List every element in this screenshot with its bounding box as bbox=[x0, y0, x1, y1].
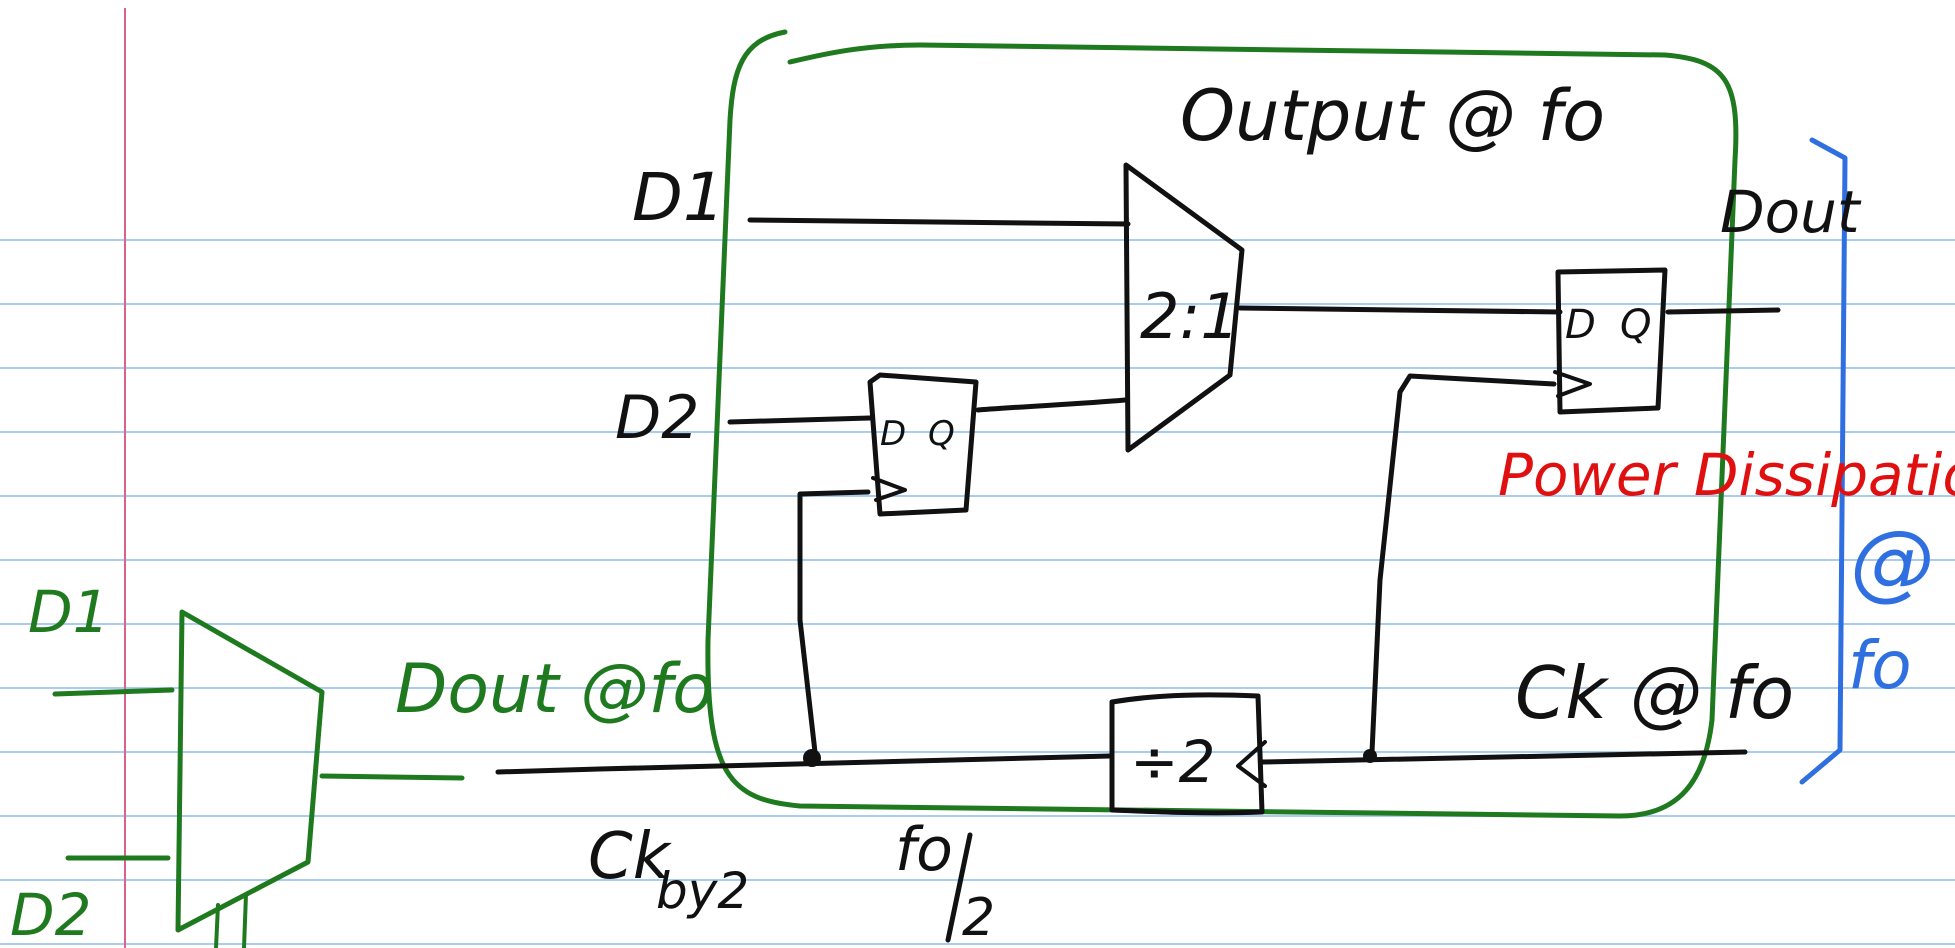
dff1-q-pin-label: Q bbox=[928, 414, 955, 454]
dff1-clock-wire bbox=[797, 489, 871, 755]
junction-dot-fo bbox=[1363, 749, 1377, 763]
clock-fo-wire bbox=[1259, 749, 1748, 765]
ck-by2-label: Ck bbox=[588, 820, 673, 894]
fraction-slash bbox=[945, 832, 973, 943]
left-mux-shape bbox=[175, 609, 325, 933]
main-schematic bbox=[495, 162, 1781, 816]
dff1-d-pin-label: D bbox=[880, 414, 906, 454]
dff2-d-pin-label: D bbox=[1565, 302, 1596, 348]
dff2-clock-triangle bbox=[1553, 370, 1592, 398]
ck-by2-subscript: by2 bbox=[656, 862, 749, 920]
d2-wire bbox=[727, 415, 873, 425]
left-d1-wire bbox=[52, 687, 175, 697]
divider-label: ÷2 bbox=[1130, 728, 1216, 796]
dff2-q-wire bbox=[1665, 307, 1781, 315]
green-enclosure bbox=[705, 29, 1739, 819]
dout-at-fo-green-label: Dout @fo bbox=[395, 650, 714, 729]
left-mux-sketch bbox=[52, 609, 465, 948]
divider-box bbox=[1109, 692, 1265, 816]
divider-input-chevron bbox=[1236, 740, 1267, 788]
mux-ratio-label: 2:1 bbox=[1140, 280, 1240, 353]
dff1-q-wire bbox=[975, 397, 1128, 413]
d2-label: D2 bbox=[615, 383, 699, 453]
dff1-clock-triangle bbox=[871, 476, 907, 502]
mux-shape bbox=[1123, 162, 1245, 453]
dff1-box bbox=[867, 372, 979, 517]
ck-at-fo-label: Ck @ fo bbox=[1515, 651, 1794, 735]
power-dissipation-label: Power Dissipation bbox=[1498, 441, 1955, 509]
dff2-box bbox=[1555, 267, 1668, 415]
left-mux-output-wire bbox=[319, 773, 465, 781]
clock-by2-wire bbox=[495, 753, 1113, 775]
blue-fo-label: fo bbox=[1848, 627, 1912, 704]
blue-at-sign: @ bbox=[1850, 512, 1934, 610]
fo-over-label: fo bbox=[895, 815, 953, 885]
left-mux-stub bbox=[214, 892, 248, 948]
left-d2-label: D2 bbox=[10, 881, 92, 948]
junction-dot-by2 bbox=[803, 749, 821, 767]
dff2-clock-wire bbox=[1369, 373, 1557, 755]
mux-output-wire bbox=[1237, 305, 1563, 315]
d1-wire bbox=[747, 217, 1131, 227]
d1-label: D1 bbox=[632, 159, 725, 236]
over-2-label: 2 bbox=[962, 888, 995, 948]
output-at-fo-label: Output @ fo bbox=[1180, 75, 1605, 157]
left-d1-label: D1 bbox=[28, 578, 110, 646]
dff2-q-pin-label: Q bbox=[1620, 302, 1651, 348]
blue-bracket bbox=[1799, 137, 1848, 785]
dout-label: Dout bbox=[1720, 178, 1862, 246]
